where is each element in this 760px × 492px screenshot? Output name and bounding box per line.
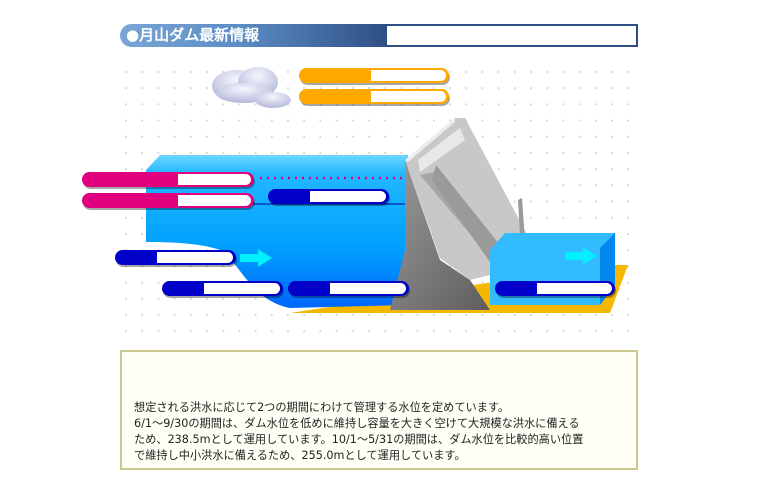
rainfall-gauge [299, 68, 449, 83]
header-bar: ●月山ダム最新情報 [120, 24, 638, 47]
flood-control-level-gauge [82, 172, 254, 187]
current-water-level-gauge [268, 189, 389, 204]
description-text: 想定される洪水に応じて2つの期間にわけて管理する水位を定めています。 6/1～9… [134, 401, 584, 462]
inflow-arrow-icon [240, 249, 272, 267]
dam-body [390, 118, 530, 310]
normal-level-gauge [82, 193, 254, 208]
page-title: ●月山ダム最新情報 [126, 26, 260, 44]
storage-volume-gauge [162, 281, 283, 296]
storage-rate-gauge [288, 281, 409, 296]
rainfall-total-gauge [299, 89, 449, 104]
description-box: 想定される洪水に応じて2つの期間にわけて管理する水位を定めています。 6/1～9… [120, 350, 638, 470]
header-title-bg: ●月山ダム最新情報 [120, 24, 388, 47]
outflow-arrow-icon [565, 247, 597, 265]
outflow-gauge [495, 281, 615, 296]
header-update-box [385, 24, 638, 47]
inflow-gauge [115, 250, 236, 265]
cloud-icon [212, 67, 291, 108]
